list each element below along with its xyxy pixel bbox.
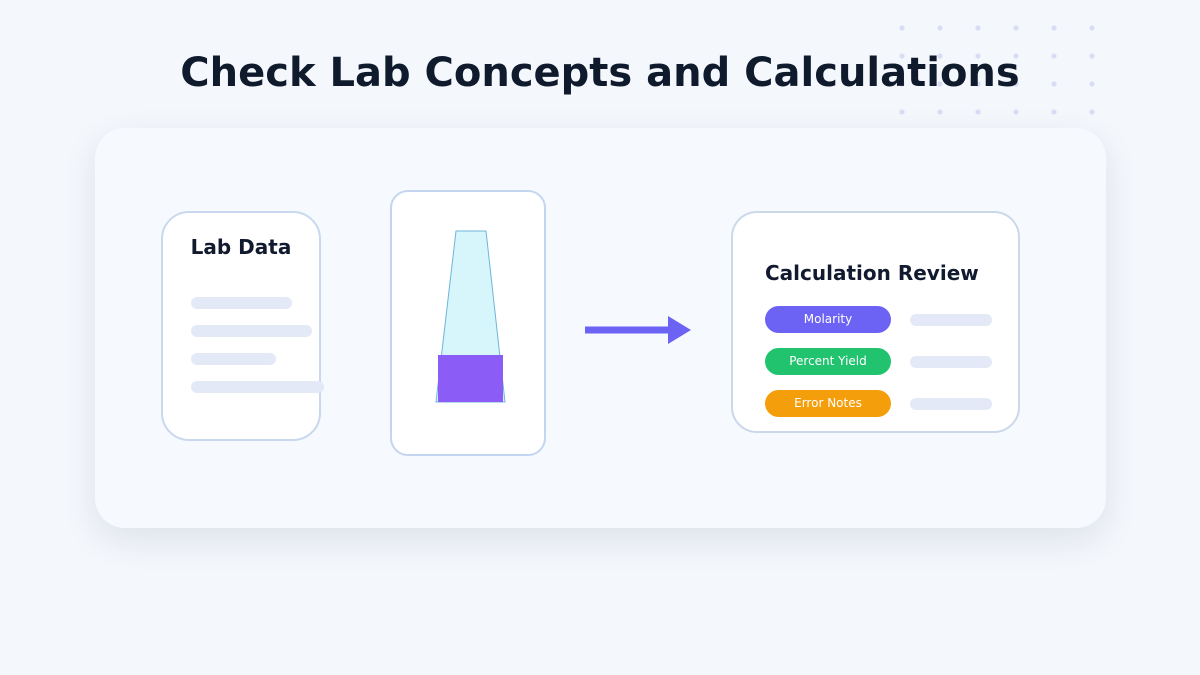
decorative-dot <box>1089 53 1095 59</box>
value-bar <box>910 356 992 368</box>
decorative-dot <box>975 53 981 59</box>
arrow-right-icon <box>585 316 691 344</box>
test-tube-card <box>390 190 546 456</box>
decorative-dot <box>899 81 905 87</box>
decorative-dot <box>1089 25 1095 31</box>
decorative-dot <box>975 81 981 87</box>
molarity-badge: Molarity <box>765 306 891 333</box>
decorative-dot <box>937 53 943 59</box>
document-line <box>191 325 312 337</box>
decorative-dot <box>1089 81 1095 87</box>
decorative-dot <box>937 109 943 115</box>
document-line <box>191 353 276 365</box>
document-line <box>191 381 324 393</box>
value-bar <box>910 398 992 410</box>
decorative-dot <box>1013 109 1019 115</box>
decorative-dot <box>975 25 981 31</box>
calculation-review-title: Calculation Review <box>765 261 979 285</box>
decorative-dot <box>899 53 905 59</box>
decorative-dot <box>899 25 905 31</box>
decorative-dot <box>1051 25 1057 31</box>
value-bar <box>910 314 992 326</box>
tube-liquid <box>438 355 503 402</box>
decorative-dot <box>1013 81 1019 87</box>
decorative-dot <box>1051 109 1057 115</box>
error-notes-badge: Error Notes <box>765 390 891 417</box>
test-tube-icon <box>435 230 506 403</box>
decorative-dot-grid <box>899 25 1095 115</box>
decorative-dot <box>1013 53 1019 59</box>
decorative-dot <box>975 109 981 115</box>
decorative-dot <box>1051 53 1057 59</box>
decorative-dot <box>1051 81 1057 87</box>
document-line <box>191 297 292 309</box>
decorative-dot <box>937 25 943 31</box>
decorative-dot <box>937 81 943 87</box>
decorative-dot <box>899 109 905 115</box>
lab-data-card: Lab Data <box>161 211 324 441</box>
lab-data-title: Lab Data <box>190 235 292 259</box>
page-title: Check Lab Concepts and Calculations <box>180 50 1020 96</box>
decorative-dot <box>1089 109 1095 115</box>
decorative-dot <box>1013 25 1019 31</box>
calculation-review-card: Calculation Review Molarity Percent Yiel… <box>731 211 1020 433</box>
percent-yield-badge: Percent Yield <box>765 348 891 375</box>
